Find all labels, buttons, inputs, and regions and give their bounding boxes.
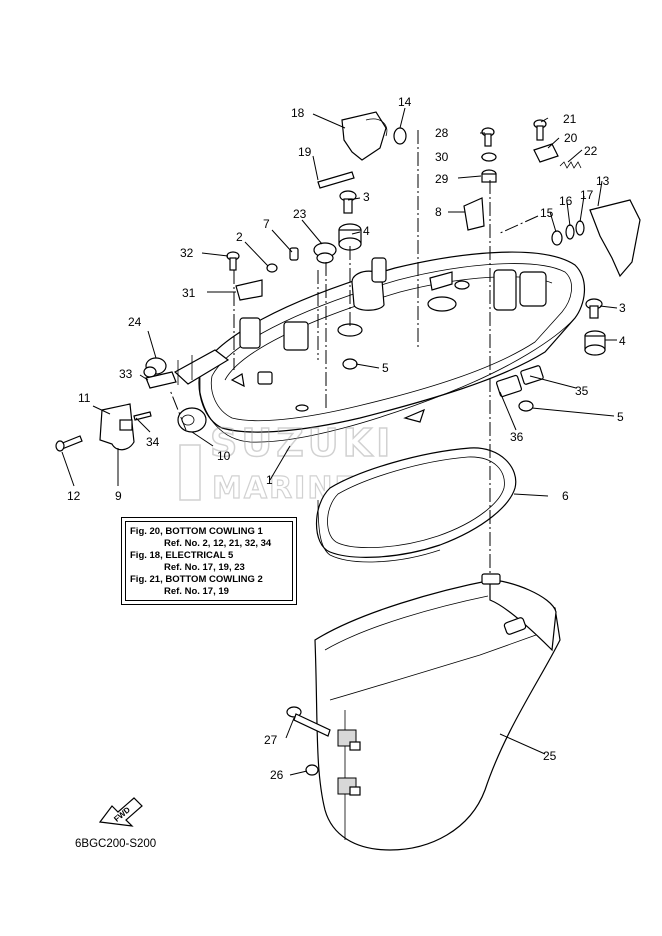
callout-3-right: 3 <box>619 301 626 315</box>
callout-33: 33 <box>119 367 133 381</box>
bolt-3 <box>339 190 357 214</box>
callout-17: 17 <box>580 188 594 202</box>
callout-5: 5 <box>382 361 389 375</box>
clip-11 <box>119 419 133 431</box>
washer-30 <box>481 152 497 162</box>
callout-35: 35 <box>575 384 589 398</box>
watermark-line1: SUZUKI <box>210 421 394 465</box>
grommet-5-right <box>518 400 534 412</box>
grommet-5 <box>342 358 358 370</box>
callout-34: 34 <box>146 435 160 449</box>
ref-line-3: Fig. 18, ELECTRICAL 5 <box>130 550 234 561</box>
callout-30: 30 <box>435 150 449 164</box>
holder-8 <box>463 197 485 231</box>
callout-26: 26 <box>270 768 284 782</box>
bolt-21 <box>533 119 547 141</box>
callout-15: 15 <box>540 206 554 220</box>
spring-22 <box>559 161 582 169</box>
callout-19: 19 <box>298 145 312 159</box>
callout-20: 20 <box>564 131 578 145</box>
bracket-18 <box>341 111 387 161</box>
callout-18: 18 <box>291 106 305 120</box>
bolt-28 <box>481 127 495 147</box>
callout-8: 8 <box>435 205 442 219</box>
screw-34 <box>133 411 152 421</box>
reference-box: Fig. 20, BOTTOM COWLING 1 Ref. No. 2, 12… <box>121 517 297 605</box>
callout-28: 28 <box>435 126 449 140</box>
plate-33 <box>145 371 177 389</box>
callout-4: 4 <box>363 224 370 238</box>
ref-line-2: Ref. No. 2, 12, 21, 32, 34 <box>164 538 272 549</box>
bracket-9 <box>99 403 135 451</box>
callout-29: 29 <box>435 172 449 186</box>
lever-13 <box>589 199 641 278</box>
callout-36: 36 <box>510 430 524 444</box>
callout-6: 6 <box>562 489 569 503</box>
callout-24: 24 <box>128 315 142 329</box>
cowling-seal <box>315 447 517 563</box>
diagram-code: 6BGC200-S200 <box>75 838 157 850</box>
leader-lines <box>61 107 618 776</box>
grommet-14 <box>393 127 407 145</box>
screw-19 <box>317 171 355 189</box>
callout-7: 7 <box>263 217 270 231</box>
screw-2 <box>266 263 278 273</box>
reference-box-inner <box>125 521 293 601</box>
callout-31: 31 <box>182 286 196 300</box>
callout-11: 11 <box>78 391 91 405</box>
callout-23: 23 <box>293 207 307 221</box>
plate-20 <box>533 143 559 163</box>
grommet-4-right <box>584 330 606 356</box>
grommet-4 <box>338 223 362 251</box>
fwd-arrow: FWD <box>98 797 143 827</box>
callout-32: 32 <box>180 246 194 260</box>
clip-31 <box>235 279 263 301</box>
callout-27: 27 <box>264 733 278 747</box>
ref-line-4: Ref. No. 17, 19, 23 <box>164 562 245 573</box>
callout-25: 25 <box>543 749 557 763</box>
oring-16 <box>565 224 575 240</box>
callout-1: 1 <box>266 473 273 487</box>
grommet-15 <box>551 230 563 246</box>
callout-13: 13 <box>596 174 610 188</box>
callout-12: 12 <box>67 489 81 503</box>
ref-line-1: Fig. 20, BOTTOM COWLING 1 <box>130 526 263 537</box>
callout-14: 14 <box>398 95 412 109</box>
collar-29 <box>481 169 497 183</box>
lower-cowling <box>314 573 561 851</box>
grommet-23 <box>313 242 337 264</box>
screw-32 <box>226 251 240 271</box>
callout-labels: 18 14 19 3 4 23 7 2 32 31 24 33 11 34 12… <box>67 95 626 782</box>
callout-3: 3 <box>363 190 370 204</box>
callout-2: 2 <box>236 230 243 244</box>
callout-4-right: 4 <box>619 334 626 348</box>
callout-10: 10 <box>217 449 231 463</box>
bolt-27 <box>286 706 331 737</box>
bolt-3-right <box>585 298 603 319</box>
callout-5-right: 5 <box>617 410 624 424</box>
plug-7 <box>289 247 299 261</box>
ref-line-5: Fig. 21, BOTTOM COWLING 2 <box>130 574 263 585</box>
nut-26 <box>305 764 319 776</box>
callout-9: 9 <box>115 489 122 503</box>
callout-21: 21 <box>563 112 577 126</box>
callout-16: 16 <box>559 194 573 208</box>
callout-22: 22 <box>584 144 598 158</box>
oring-17 <box>575 220 585 236</box>
bottom-cowling-tray <box>173 251 585 443</box>
ref-line-6: Ref. No. 17, 19 <box>164 586 229 597</box>
